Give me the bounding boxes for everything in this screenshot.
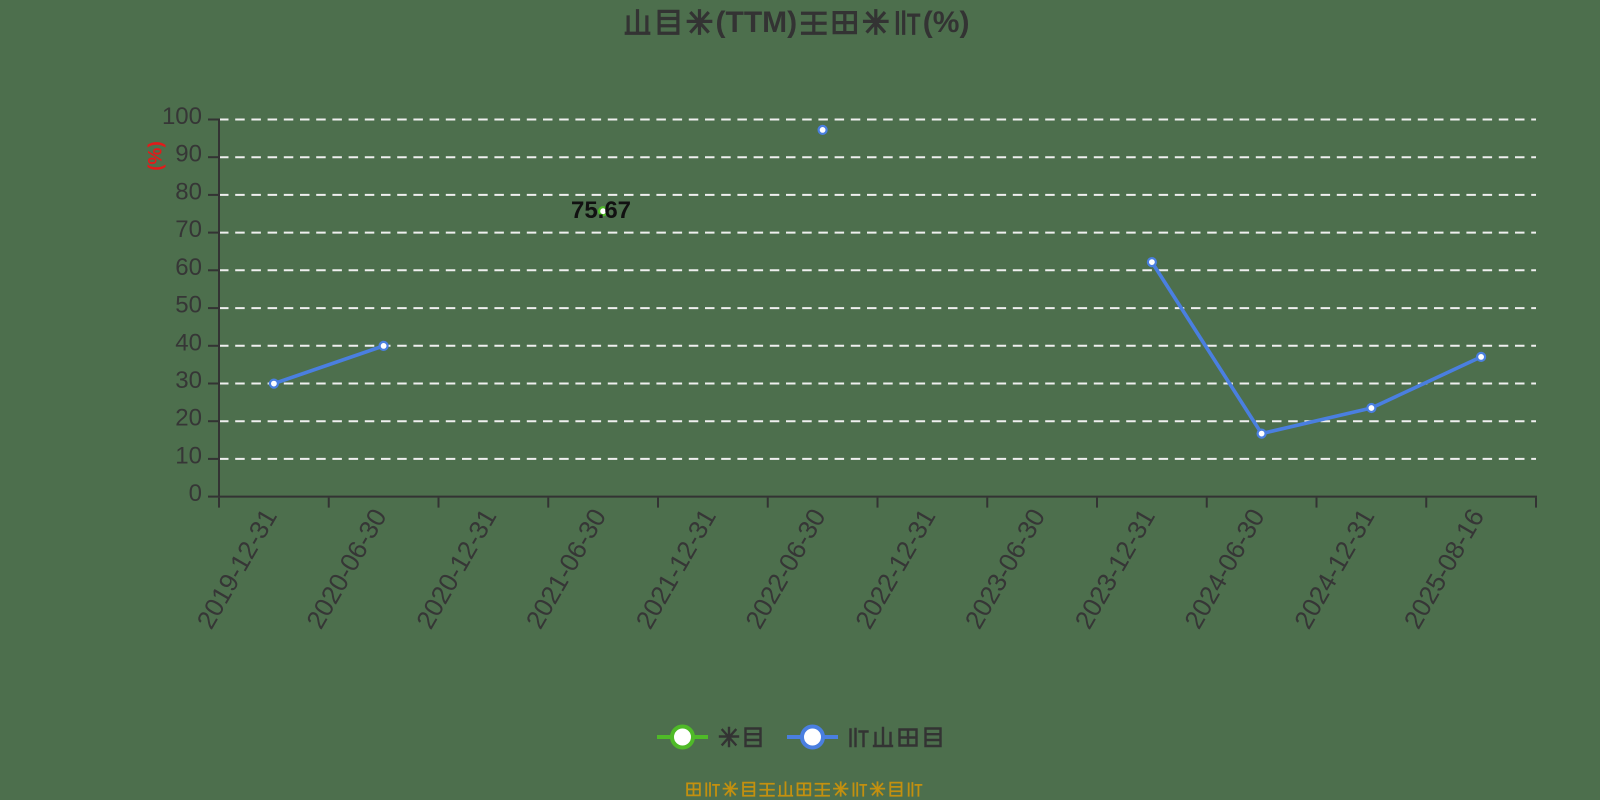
svg-text:2024-06-30: 2024-06-30 [1178,504,1270,634]
svg-text:80: 80 [175,178,202,205]
svg-text:40: 40 [175,329,202,356]
svg-text:2021-12-31: 2021-12-31 [629,504,721,634]
svg-text:2023-12-31: 2023-12-31 [1068,504,1160,634]
svg-text:2022-12-31: 2022-12-31 [849,504,941,634]
svg-text:(%): (%) [923,6,970,39]
svg-text:20: 20 [175,405,202,432]
svg-text:60: 60 [175,254,202,281]
svg-text:2021-06-30: 2021-06-30 [520,504,612,634]
svg-text:90: 90 [175,141,202,168]
svg-text:2020-12-31: 2020-12-31 [410,504,502,634]
svg-text:50: 50 [175,292,202,319]
svg-text:10: 10 [175,442,202,469]
svg-text:2023-06-30: 2023-06-30 [959,504,1051,634]
svg-text:2024-12-31: 2024-12-31 [1288,504,1380,634]
svg-text:0: 0 [189,480,202,507]
svg-text:2019-12-31: 2019-12-31 [190,504,282,634]
svg-text:2020-06-30: 2020-06-30 [300,503,392,633]
svg-text:2025-08-16: 2025-08-16 [1398,504,1490,634]
svg-text:(%): (%) [146,141,167,171]
svg-text:2022-06-30: 2022-06-30 [739,504,831,634]
svg-text:(TTM): (TTM) [716,6,798,39]
svg-text:70: 70 [175,216,202,243]
svg-text:100: 100 [162,103,202,130]
svg-text:75.67: 75.67 [571,197,631,224]
svg-text:30: 30 [175,367,202,394]
